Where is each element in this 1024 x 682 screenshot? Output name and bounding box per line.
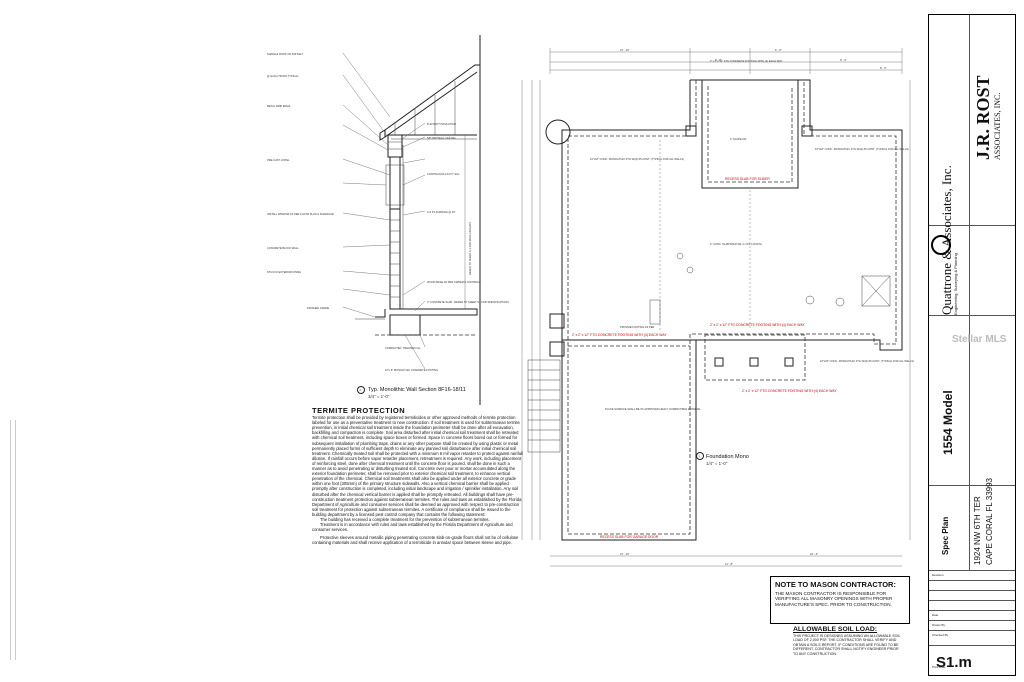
dim-bottom-3: 22' - 4" [810,552,818,556]
firm-subtitle: Engineering, Surveying & Planning [953,253,958,315]
model-name: 1554 Model [941,390,955,455]
allowable-soil-load-note: ALLOWABLE SOIL LOAD: THIS PROJECT IS DES… [790,624,906,662]
wall-note-left-4: PRE-CAST LINTEL [267,158,290,162]
plan-red-note-1: RECESS SLAB FOR SLIDER [725,177,770,181]
termite-paragraph-3: Treatment is in accordance with rules an… [312,522,513,533]
wall-note-left-3: METAL DRIP EDGE [267,104,291,108]
sheet-title: Spec Plan [941,516,950,555]
plan-note-provide: PROVIDE FOOTING AS PER [620,325,654,329]
wall-note-left-8: FINISHED GRADE [307,306,329,310]
dim-bottom-1: 21' - 10" [620,552,630,556]
wall-note-right-4: 1x2 PT FURRING @ 16" [427,210,456,214]
plan-red-note-5: 2' x 2' x 12" FTG CONCRETE FOOTING WITH … [572,333,667,337]
plan-note-slab: 4" CONC. SLAB W/6x6 W1.4 x W1.4 W.W.M. [710,242,762,246]
wall-note-right-5: WOOD BASE AS PER OWNER'S CONTRACT [427,280,482,284]
plan-red-note-3: 2' x 2' x 12" FTG CONCRETE FOOTING WITH … [742,389,837,393]
wall-note-right-1: R-30 BATT INSULATION [427,122,456,126]
wall-note-left-6: CONCRETE BLOCK WALL [267,246,299,250]
foundation-plan-drawing: 21' - 10" 9' - 8" 6' - 0" 9' - 4" 8' - 0… [521,48,914,567]
sheet-number: S1.m [936,654,972,671]
tb-row-drawn: Drawn By [932,623,946,627]
plan-note-surface: PLACE SURFACE SHALL BE OF APPROVED HEAVY… [605,407,701,411]
address-line-1: 1924 NW 6TH TER [973,496,982,565]
wall-section-scale: 3/4" = 1'-0" [368,394,390,399]
wall-note-left-5: INSTALL WINDOW AS PER FLOOR PLAN & SCHED… [267,212,334,216]
tb-row-date: Date [932,613,939,617]
tb-row-revision: Revision [932,573,944,577]
wall-note-left-1: SHINGLE ROOF ON 30# FELT [267,52,304,56]
termite-paragraph-4: Protective sleeves around metallic pipin… [312,535,519,546]
dim-top-3: 6' - 0" [775,48,782,52]
dim-bottom-2: 12' - 8" [725,562,733,566]
dim-top-5: 8' - 0" [880,66,887,70]
wall-section-title: Typ. Monolithic Wall Section 8F16-18/11 [368,387,466,393]
plan-red-note-4: 2' x 2' x 12" FTG CONCRETE FOOTING WITH … [710,323,805,327]
wall-height-label: REFER TO SHEET A-1 FOR WALL HEIGHTS [468,222,472,275]
wall-section-number: 2 [360,388,362,392]
dim-top-2: 9' - 8" [715,58,722,62]
plan-note-footing: 2' x 2' x 12" FTG CONCRETE FOOTING WITH … [710,59,783,63]
plan-note-2: 16"x18" CONC. MONOLITHIC FTG W/(2) #5 CO… [815,147,909,151]
tb-row-print: Print Date [932,665,946,669]
termite-paragraph-2: The building has received a complete tre… [320,516,490,522]
architect-name: J.R. ROST [973,75,993,160]
foundation-plan-number: 1 [699,454,701,458]
wall-note-left-2: @ EACH TRUSS TYPICAL [267,74,299,78]
watermark: Stellar MLS [952,334,1007,345]
wall-section-drawing: SHINGLE ROOF ON 30# FELT @ EACH TRUSS TY… [267,35,509,405]
wall-note-right-2: 5/8" DRYWALL CEILING [427,136,456,140]
dim-top-1: 21' - 10" [620,48,630,52]
plan-note-slope: 4" SLOPE DN [730,137,746,141]
dim-top-4: 9' - 4" [840,58,847,62]
title-block: Revision Date Drawn By Checked By Print … [928,14,1016,676]
termite-protection-notes: TERMITE PROTECTION Termite protection sh… [312,406,524,608]
architect-subtitle: ASSOCIATES, INC. [993,92,1002,160]
wall-note-right-6: 4" CONCRETE SLAB - REFER TO SHEET S1 FOR… [427,300,509,304]
mason-note-body: THE MASON CONTRACTOR IS RESPONSIBLE FOR … [775,591,893,607]
foundation-plan-scale: 1/4" = 1'-0" [706,461,728,466]
margin-notes [8,420,22,660]
soil-load-body: THIS PROJECT IS DESIGNED ASSUMING AN ALL… [793,634,901,656]
termite-paragraph-1: Termite protection shall be provided by … [312,415,523,517]
wall-note-right-3: CONTINUOUS 1X2 FT SILL [427,172,460,176]
foundation-plan-title: Foundation Mono [706,454,749,460]
wall-note-right-8: 16"x 8" MONOLITHIC CONCRETE FOOTING [385,368,438,372]
mason-contractor-note: NOTE TO MASON CONTRACTOR: THE MASON CONT… [770,576,910,624]
q-logo-icon [931,235,951,255]
soil-load-title: ALLOWABLE SOIL LOAD: [793,626,878,633]
mason-note-title: NOTE TO MASON CONTRACTOR: [775,580,896,589]
plan-note-1: 16"x18" CONC. MONOLITHIC FTG W/(2) #5 CO… [590,157,684,161]
address-line-2: CAPE CORAL FL 33993 [985,477,994,565]
tb-row-checked: Checked By [932,633,949,637]
termite-heading: TERMITE PROTECTION [312,406,406,415]
wall-note-left-7: STUCCO EXTERIOR FINISH [267,270,301,274]
wall-note-right-7: COMPACTED, TREATED FILL [385,346,421,350]
plan-red-note-2: RECESS SLAB FOR GARAGE DOOR [600,535,659,539]
plan-note-ftg: 16"x18" CONC. MONOLITHIC FTG W/(2) #5 CO… [820,359,914,363]
